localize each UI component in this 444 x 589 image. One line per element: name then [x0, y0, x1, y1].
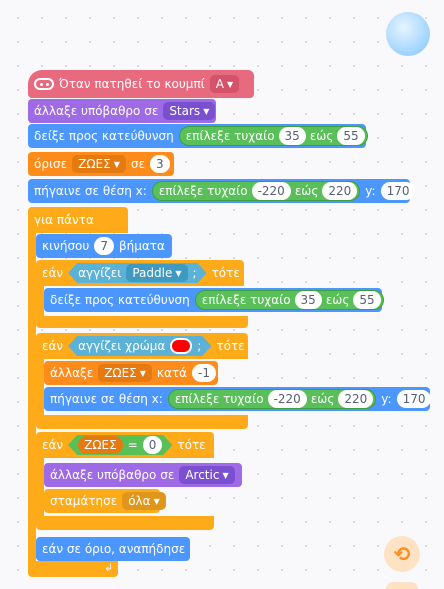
pick-random-reporter[interactable]: επίλεξε τυχαίο 35 εώς 55	[194, 290, 384, 310]
if-foot	[36, 516, 214, 530]
sprite-preview[interactable]	[386, 12, 430, 56]
backdrop-dropdown[interactable]: Stars▼	[163, 102, 216, 120]
if-touching-color-block[interactable]: εάν αγγίζει χρώμα ; τότε	[36, 333, 248, 359]
chevron-down-icon: ▼	[139, 368, 146, 378]
color-swatch[interactable]	[170, 338, 192, 354]
compare-value-input[interactable]: 0	[143, 436, 163, 454]
chevron-down-icon: ▼	[175, 268, 182, 278]
event-label: Όταν πατηθεί το κουμπί	[59, 77, 205, 91]
go-to-xy-block[interactable]: πήγαινε σε θέση x: επίλεξε τυχαίο -220 ε…	[44, 387, 432, 411]
forever-block[interactable]: για πάντα	[28, 207, 128, 233]
random-to-input[interactable]: 55	[337, 127, 365, 145]
set-value-input[interactable]: 3	[149, 155, 170, 173]
if-arm	[36, 285, 44, 317]
if-foot	[36, 316, 248, 328]
key-dropdown[interactable]: A▼	[209, 75, 240, 93]
if-arm	[36, 358, 44, 416]
equals-condition[interactable]: ΖΩΕΣ = 0	[68, 435, 172, 455]
touching-dropdown[interactable]: Paddle▼	[126, 264, 187, 282]
chevron-down-icon: ▼	[203, 106, 210, 116]
random-from-input[interactable]: -220	[251, 182, 291, 200]
if-arm	[36, 457, 44, 517]
go-to-xy-block[interactable]: πήγαινε σε θέση x: επίλεξε τυχαίο -220 ε…	[28, 179, 416, 203]
if-on-edge-bounce-block[interactable]: εάν σε όριο, αναπήδησε	[36, 537, 190, 561]
point-in-direction-block[interactable]: δείξε προς κατεύθυνση επίλεξε τυχαίο 35 …	[28, 124, 368, 148]
backdrop-dropdown[interactable]: Arctic▼	[179, 466, 235, 484]
when-button-pressed-hat[interactable]: Όταν πατηθεί το κουμπί A▼	[28, 70, 254, 98]
point-in-direction-block[interactable]: δείξε προς κατεύθυνση επίλεξε τυχαίο 35 …	[44, 288, 384, 312]
pick-random-reporter[interactable]: επίλεξε τυχαίο -220 εώς 220	[151, 181, 361, 201]
pick-random-reporter[interactable]: επίλεξε τυχαίο 35 εώς 55	[178, 126, 368, 146]
touching-condition[interactable]: αγγίζει Paddle▼ ;	[68, 263, 206, 283]
if-lives-zero-block[interactable]: εάν ΖΩΕΣ = 0 τότε	[36, 432, 214, 458]
undo-icon: ⟲	[393, 542, 411, 566]
change-value-input[interactable]: -1	[192, 364, 217, 382]
stop-dropdown[interactable]: όλα▼	[122, 492, 166, 510]
y-input[interactable]: 170	[396, 390, 432, 408]
variable-dropdown[interactable]: ΖΩΕΣ▼	[72, 155, 126, 173]
y-input[interactable]: 170	[380, 182, 416, 200]
if-touching-block[interactable]: εάν αγγίζει Paddle▼ ; τότε	[36, 260, 244, 286]
chevron-down-icon: ▼	[222, 470, 229, 480]
switch-backdrop-block[interactable]: άλλαξε υπόβαθρο σε Stars▼	[28, 99, 216, 123]
touching-color-condition[interactable]: αγγίζει χρώμα ;	[68, 336, 211, 356]
random-from-input[interactable]: -220	[267, 390, 307, 408]
random-from-input[interactable]: 35	[278, 127, 306, 145]
steps-input[interactable]: 7	[94, 237, 114, 255]
variable-reporter[interactable]: ΖΩΕΣ	[78, 436, 123, 454]
variable-dropdown[interactable]: ΖΩΕΣ▼	[98, 364, 152, 382]
forever-foot[interactable]: ↲	[28, 561, 118, 577]
chevron-down-icon: ▼	[113, 159, 120, 169]
chevron-down-icon: ▼	[226, 79, 234, 89]
random-from-input[interactable]: 35	[294, 291, 322, 309]
keypad-icon	[34, 78, 54, 90]
random-to-input[interactable]: 220	[322, 182, 358, 200]
move-steps-block[interactable]: κινήσου 7 βήματα	[36, 234, 172, 258]
undo-button[interactable]: ⟲	[384, 536, 420, 572]
loop-arrow-icon: ↲	[104, 561, 114, 574]
switch-backdrop-block[interactable]: άλλαξε υπόβαθρο σε Arctic▼	[44, 463, 242, 487]
random-to-input[interactable]: 55	[353, 291, 381, 309]
chevron-down-icon: ▼	[153, 496, 160, 506]
pick-random-reporter[interactable]: επίλεξε τυχαίο -220 εώς 220	[167, 389, 377, 409]
change-variable-block[interactable]: άλλαξε ΖΩΕΣ▼ κατά -1	[44, 361, 218, 385]
if-foot	[36, 415, 248, 429]
stop-block[interactable]: σταμάτησε όλα▼	[44, 489, 166, 513]
random-to-input[interactable]: 220	[338, 390, 374, 408]
scroll-edge-button[interactable]	[386, 582, 418, 589]
set-variable-block[interactable]: όρισε ΖΩΕΣ▼ σε 3	[28, 152, 174, 176]
forever-arm	[28, 232, 36, 562]
